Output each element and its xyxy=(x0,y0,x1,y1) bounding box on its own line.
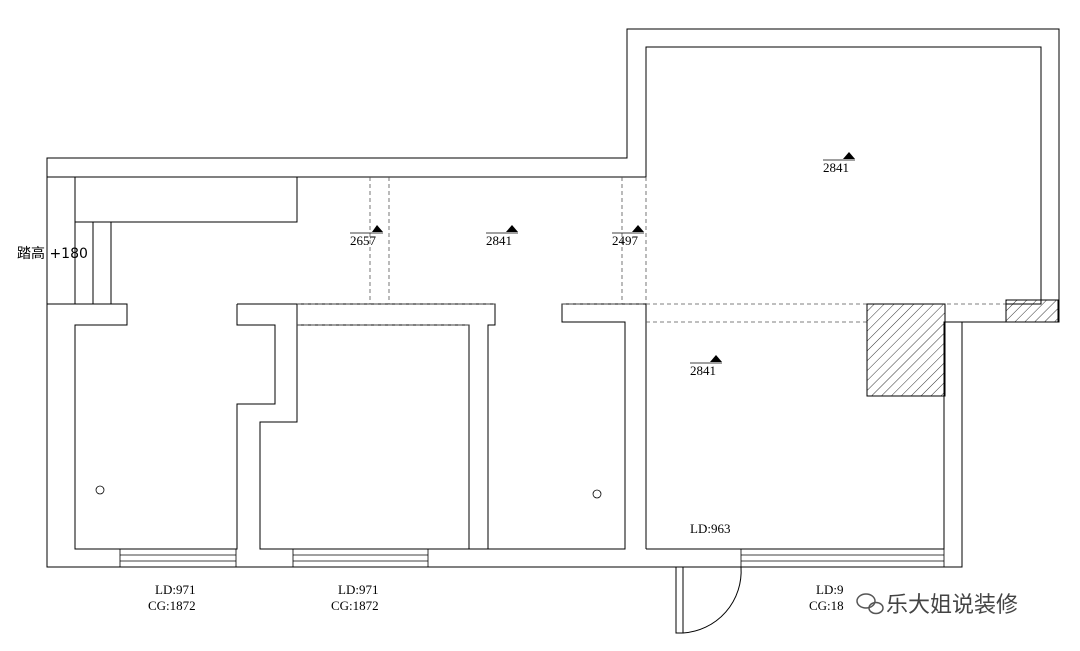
ceiling-height-label: 2657 xyxy=(350,233,377,248)
watermark-text: 乐大姐说装修 xyxy=(886,593,1018,618)
ceiling-height-label: 2841 xyxy=(690,363,716,378)
north-wall-outer xyxy=(46,28,1060,568)
step-height-label: 踏高 +180 xyxy=(17,245,88,262)
room3-ld-label: LD:963 xyxy=(690,521,730,536)
ceiling-marker-3: 2497 xyxy=(612,225,644,248)
ceiling-dashes xyxy=(297,177,1006,326)
ceiling-marker-4: 2841 xyxy=(823,152,855,175)
elevation-triangle-icon xyxy=(632,225,644,232)
room3-walls xyxy=(488,303,647,550)
wechat-icon xyxy=(856,593,884,615)
room2-cg-label: CG:1872 xyxy=(331,598,379,613)
elevation-triangle-icon xyxy=(372,225,383,232)
ceiling-marker-1: 2657 xyxy=(350,225,383,248)
floor-drain-2 xyxy=(592,489,602,499)
room2-ld-label: LD:971 xyxy=(338,582,378,597)
room2-walls xyxy=(237,303,470,550)
room4-ld-label: LD:9 xyxy=(816,582,843,597)
floor-drain-1 xyxy=(95,485,105,495)
room1-ld-label: LD:971 xyxy=(155,582,195,597)
room4-cg-label: CG:18 xyxy=(809,598,844,613)
ceiling-height-label: 2497 xyxy=(612,233,639,248)
ceiling-height-label: 2841 xyxy=(823,160,849,175)
ceiling-marker-2: 2841 xyxy=(486,225,518,248)
walls xyxy=(46,28,1060,568)
balcony-posts xyxy=(74,222,112,304)
ceiling-height-label: 2841 xyxy=(486,233,512,248)
elevation-triangle-icon xyxy=(710,355,722,362)
ceiling-marker-5: 2841 xyxy=(690,355,722,378)
balcony-box xyxy=(74,177,298,223)
north-wall-inner xyxy=(47,46,1042,305)
room2-top xyxy=(297,303,496,550)
elevation-triangle-icon xyxy=(843,152,855,159)
room1-walls xyxy=(47,303,276,550)
watermark: 乐大姐说装修 xyxy=(856,593,1018,618)
room1-cg-label: CG:1872 xyxy=(148,598,196,613)
elevation-triangle-icon xyxy=(506,225,518,232)
door xyxy=(675,566,742,634)
hatched-shaft-large xyxy=(866,303,946,397)
hatched-shaft-small xyxy=(1005,299,1059,323)
windows xyxy=(119,548,945,568)
